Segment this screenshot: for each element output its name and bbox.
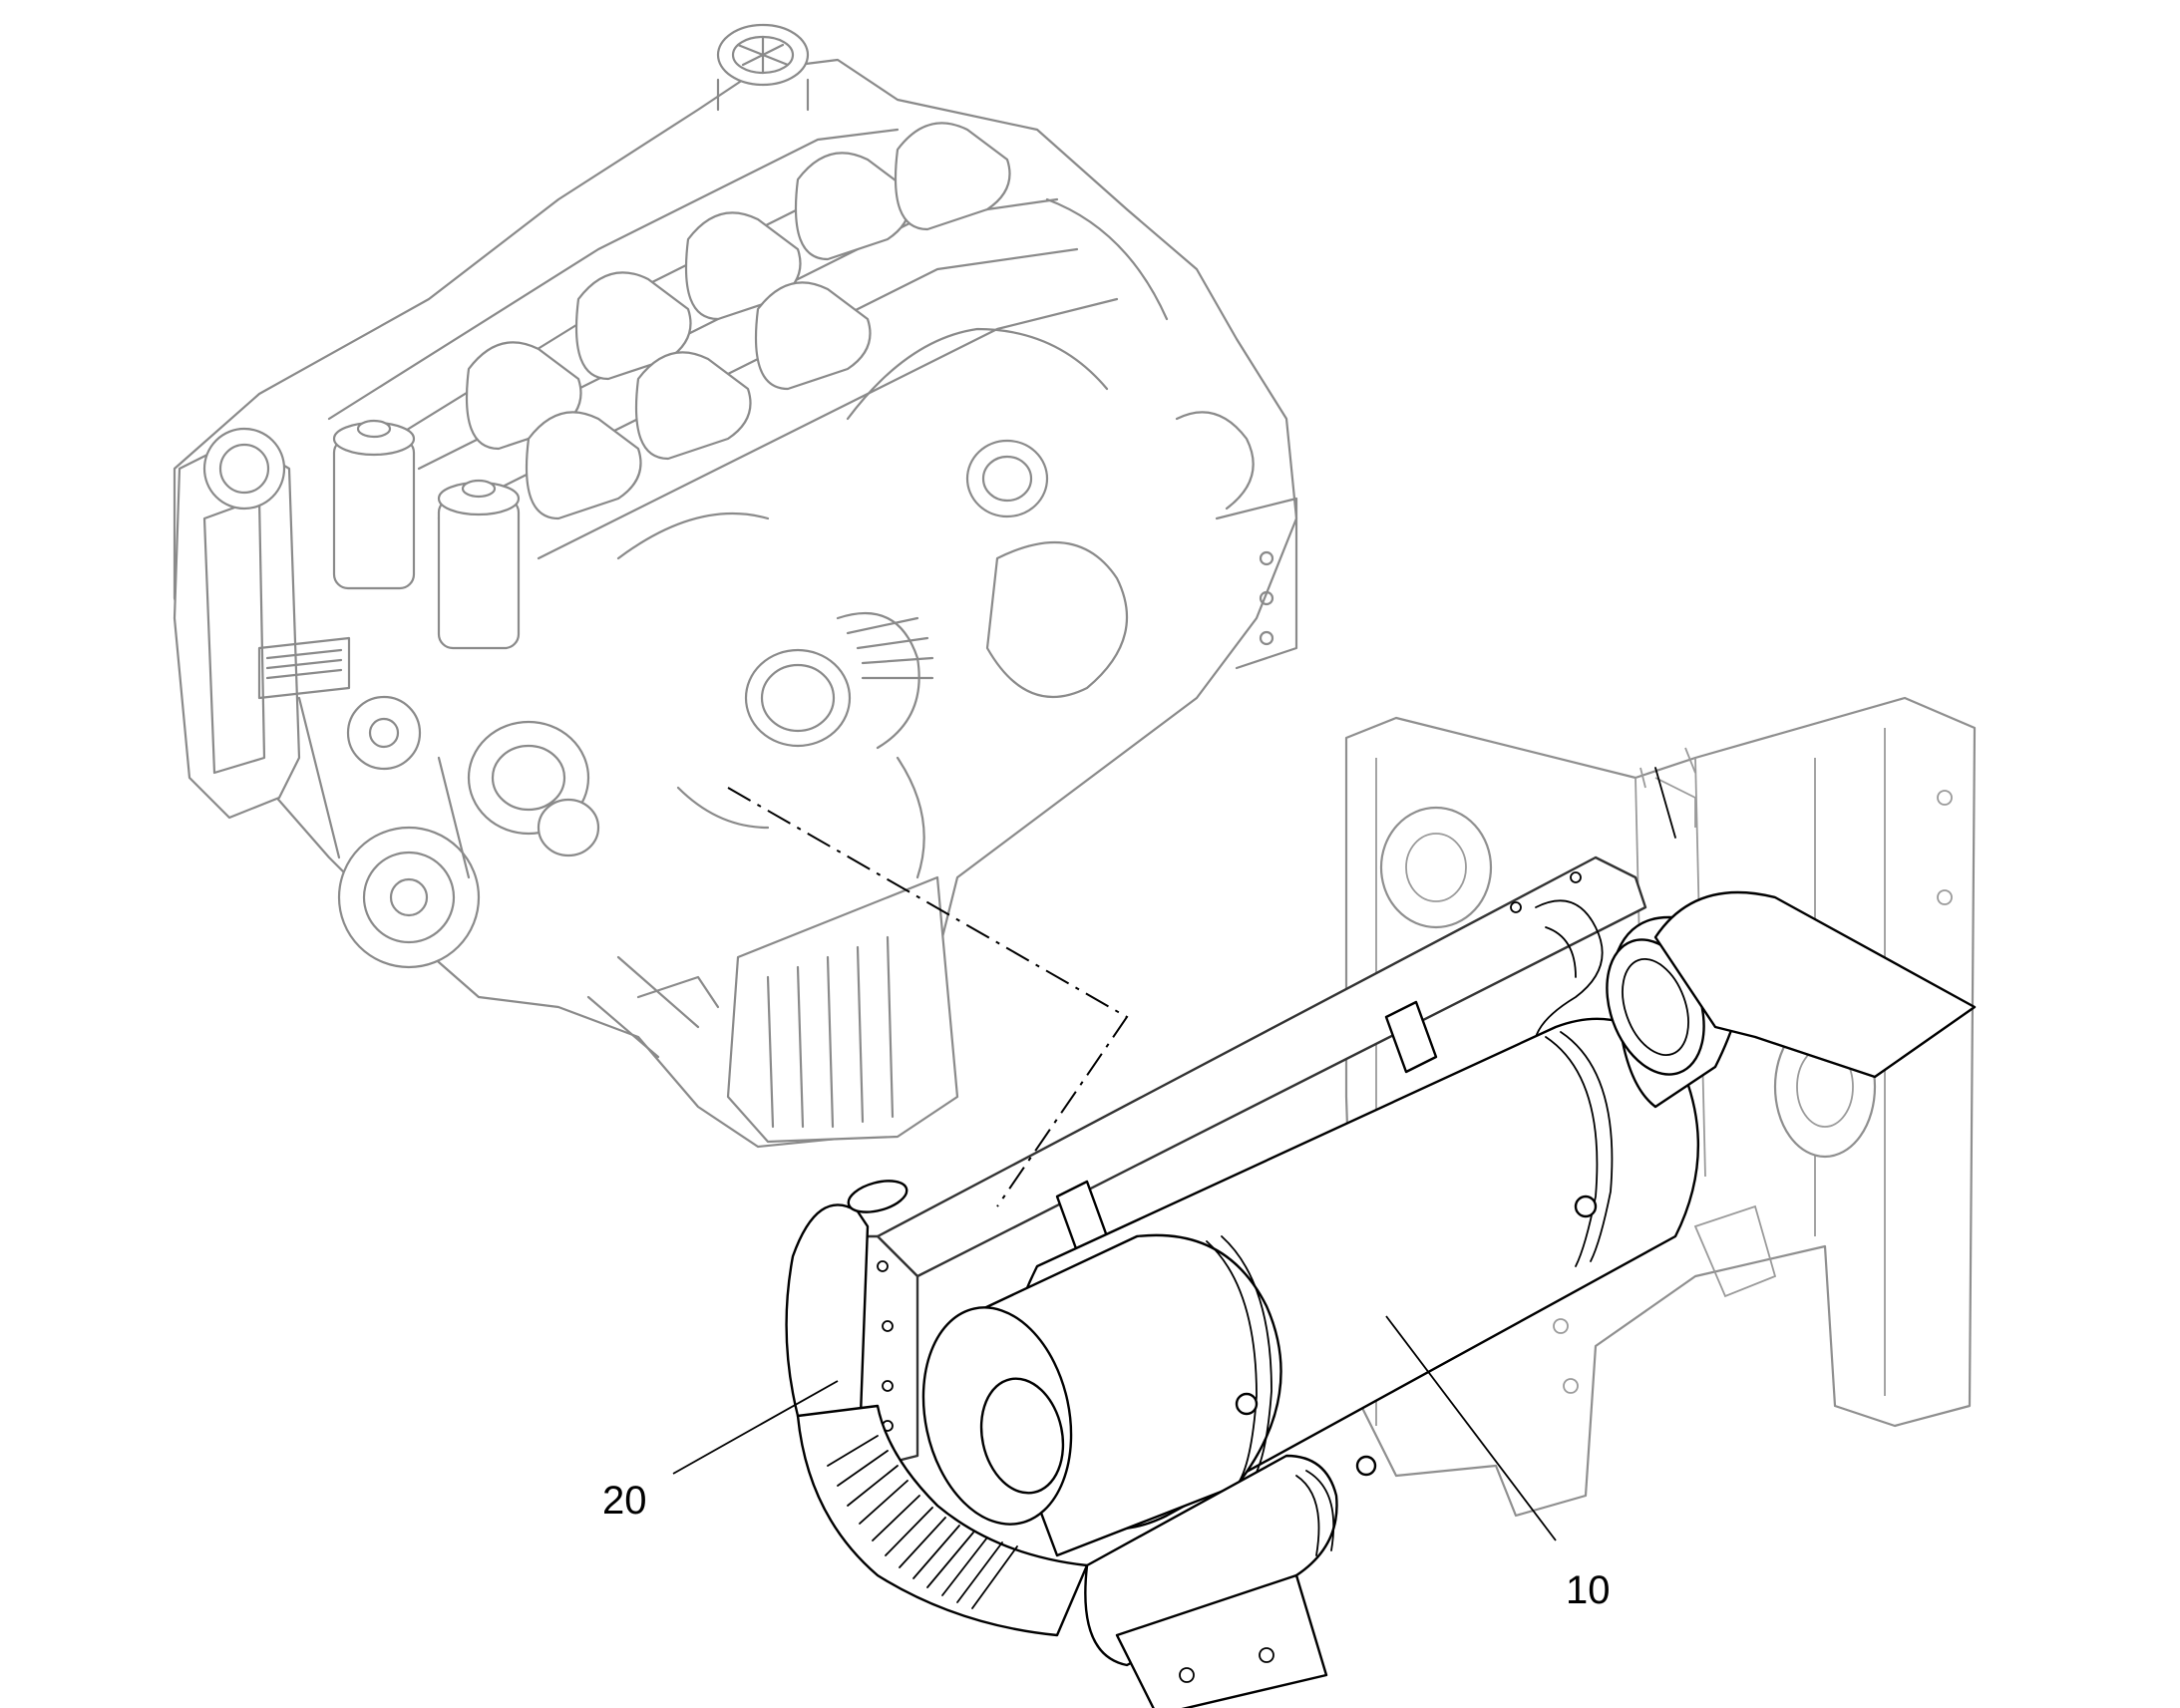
callout-20: 20 (602, 1380, 839, 1523)
callout-label-10: 10 (1566, 1568, 1611, 1612)
exhaust-inlet-pipe (785, 1180, 1089, 1637)
callout-10: 10 (1385, 1315, 1611, 1612)
callout-label-20: 20 (602, 1479, 647, 1523)
connection-path (727, 787, 1129, 1207)
engine-assembly (173, 23, 1298, 1149)
leader-line-10 (1385, 1315, 1557, 1541)
leader-line-20 (672, 1380, 839, 1475)
exhaust-aftertreatment-unit (921, 890, 1977, 1708)
